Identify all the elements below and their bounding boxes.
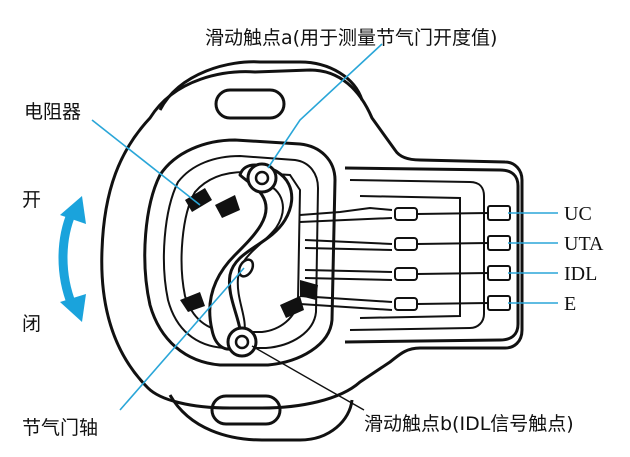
- mounting-slot-bottom: [210, 394, 282, 426]
- label-close: 闭: [22, 313, 41, 335]
- sliding-contact-b: [226, 326, 258, 358]
- leader-lines: [91, 43, 558, 411]
- label-contact-a: 滑动触点a(用于测量节气门开度值): [205, 27, 497, 49]
- connector-housing: [344, 166, 520, 344]
- throttle-shaft-hole: [237, 258, 255, 278]
- label-throttle-shaft: 节气门轴: [22, 417, 98, 439]
- resistor-elements: [180, 188, 318, 318]
- pin-label-idl: IDL: [564, 263, 597, 285]
- rotation-arrow-icon: [58, 196, 86, 322]
- connector-pins-right: [487, 205, 511, 311]
- sliding-contact-a: [246, 162, 278, 194]
- sensor-housing: [100, 60, 524, 442]
- label-contact-b: 滑动触点b(IDL信号触点): [364, 413, 574, 435]
- connector-pins-left: [394, 207, 418, 311]
- wiper-arm: [208, 163, 294, 351]
- pin-label-uta: UTA: [564, 233, 604, 255]
- pin-label-uc: UC: [564, 203, 592, 225]
- label-open: 开: [22, 189, 41, 211]
- label-resistor: 电阻器: [24, 101, 81, 123]
- mounting-slot-top: [214, 88, 286, 120]
- pin-label-e: E: [564, 293, 576, 315]
